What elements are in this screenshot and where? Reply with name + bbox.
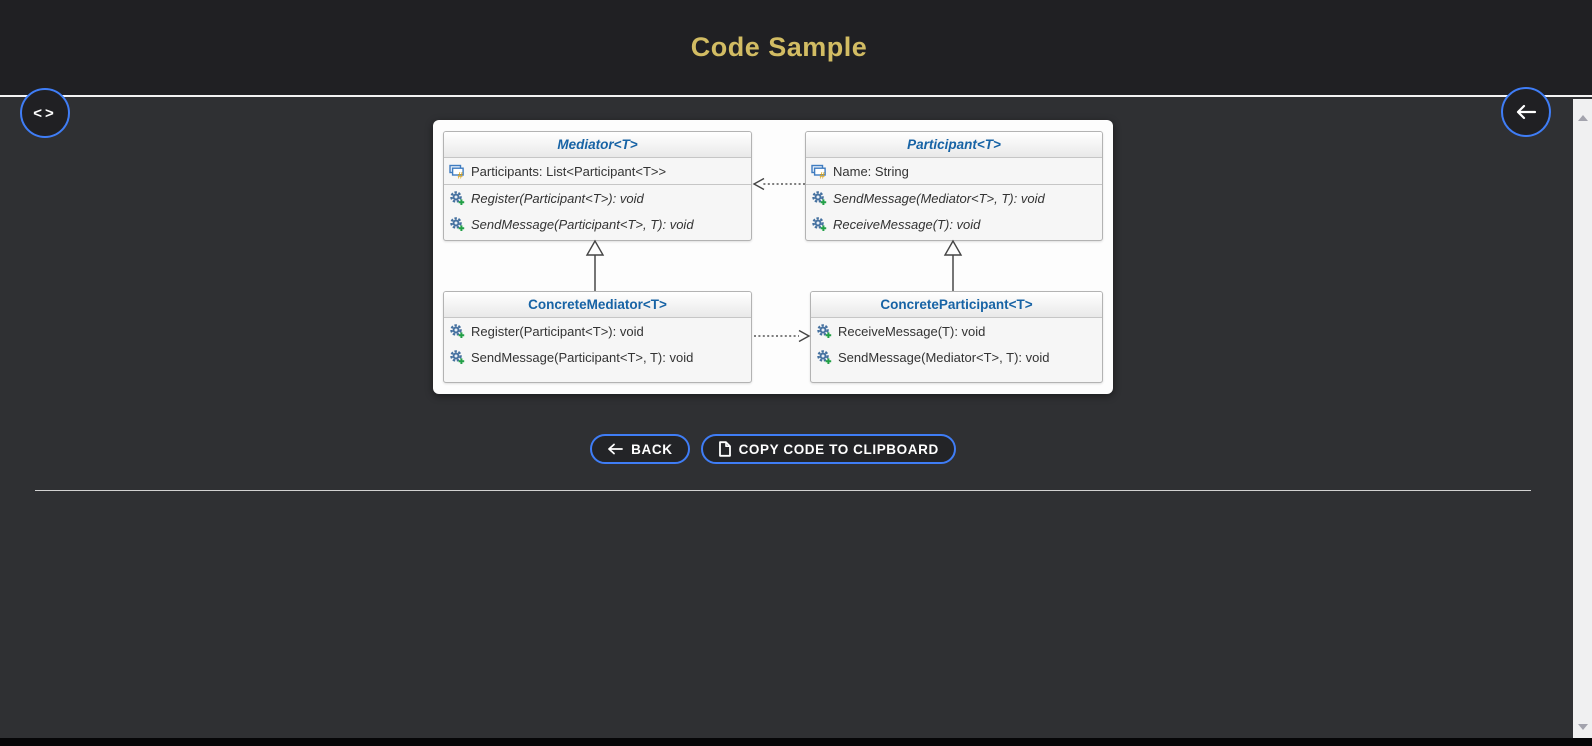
uml-method: ReceiveMessage(T): void	[811, 318, 1102, 344]
page-title: Code Sample	[690, 32, 868, 62]
back-button[interactable]: BACK	[590, 434, 690, 464]
uml-method: SendMessage(Mediator<T>, T): void	[811, 344, 1102, 370]
app-header: Code Sample	[0, 0, 1592, 97]
main-content: Mediator<T> # Participants: List<Partici…	[0, 99, 1546, 491]
uml-method-text: Register(Participant<T>): void	[471, 323, 644, 339]
field-icon: #	[449, 163, 467, 179]
back-button-label: BACK	[631, 441, 673, 457]
uml-method-text: Register(Participant<T>): void	[471, 190, 644, 206]
action-bar: BACK COPY CODE TO CLIPBOARD	[0, 434, 1546, 464]
uml-class-title: Mediator<T>	[444, 132, 751, 158]
method-icon	[449, 216, 467, 232]
scroll-up-arrow-icon[interactable]	[1577, 115, 1588, 121]
method-icon	[816, 323, 834, 339]
vertical-scrollbar[interactable]	[1573, 99, 1592, 738]
bottom-edge-bar	[0, 738, 1592, 746]
method-icon	[811, 190, 829, 206]
uml-diagram-panel: Mediator<T> # Participants: List<Partici…	[433, 120, 1113, 394]
method-icon	[449, 323, 467, 339]
field-icon: #	[811, 163, 829, 179]
uml-method: Register(Participant<T>): void	[444, 185, 751, 211]
toggle-code-view-button[interactable]: <>	[20, 88, 70, 138]
arrow-left-icon	[1516, 104, 1537, 120]
arrow-left-icon	[608, 443, 624, 455]
uml-class-participant: Participant<T> # Name: String	[805, 131, 1103, 241]
uml-attribute-text: Name: String	[833, 163, 909, 179]
copy-code-button[interactable]: COPY CODE TO CLIPBOARD	[700, 434, 956, 464]
uml-method: SendMessage(Participant<T>, T): void	[444, 344, 751, 370]
uml-attribute-text: Participants: List<Participant<T>>	[471, 163, 667, 179]
back-nav-button[interactable]	[1501, 87, 1551, 137]
uml-method: ReceiveMessage(T): void	[806, 211, 1102, 237]
uml-class-title: ConcreteMediator<T>	[444, 292, 751, 318]
uml-method-text: ReceiveMessage(T): void	[833, 216, 981, 232]
code-icon: <>	[33, 104, 57, 122]
uml-attribute: # Participants: List<Participant<T>>	[444, 158, 751, 184]
uml-method-text: SendMessage(Participant<T>, T): void	[471, 216, 694, 232]
copy-document-icon	[718, 441, 731, 457]
uml-class-title: ConcreteParticipant<T>	[811, 292, 1102, 318]
uml-method-text: SendMessage(Mediator<T>, T): void	[838, 349, 1050, 365]
method-icon	[816, 349, 834, 365]
uml-class-mediator: Mediator<T> # Participants: List<Partici…	[443, 131, 752, 241]
section-divider	[35, 490, 1531, 491]
uml-method: SendMessage(Mediator<T>, T): void	[806, 185, 1102, 211]
svg-text:#: #	[458, 170, 464, 179]
copy-code-button-label: COPY CODE TO CLIPBOARD	[738, 441, 939, 457]
uml-attribute: # Name: String	[806, 158, 1102, 184]
method-icon	[811, 216, 829, 232]
uml-method: SendMessage(Participant<T>, T): void	[444, 211, 751, 237]
scroll-down-arrow-icon[interactable]	[1577, 724, 1588, 730]
svg-text:#: #	[820, 170, 826, 179]
uml-class-concrete-mediator: ConcreteMediator<T> Register(Participant…	[443, 291, 752, 383]
uml-method: Register(Participant<T>): void	[444, 318, 751, 344]
method-icon	[449, 349, 467, 365]
uml-class-concrete-participant: ConcreteParticipant<T> ReceiveMessage(T)…	[810, 291, 1103, 383]
uml-class-title: Participant<T>	[806, 132, 1102, 158]
uml-method-text: SendMessage(Participant<T>, T): void	[471, 349, 694, 365]
uml-method-text: ReceiveMessage(T): void	[838, 323, 986, 339]
uml-method-text: SendMessage(Mediator<T>, T): void	[833, 190, 1045, 206]
method-icon	[449, 190, 467, 206]
